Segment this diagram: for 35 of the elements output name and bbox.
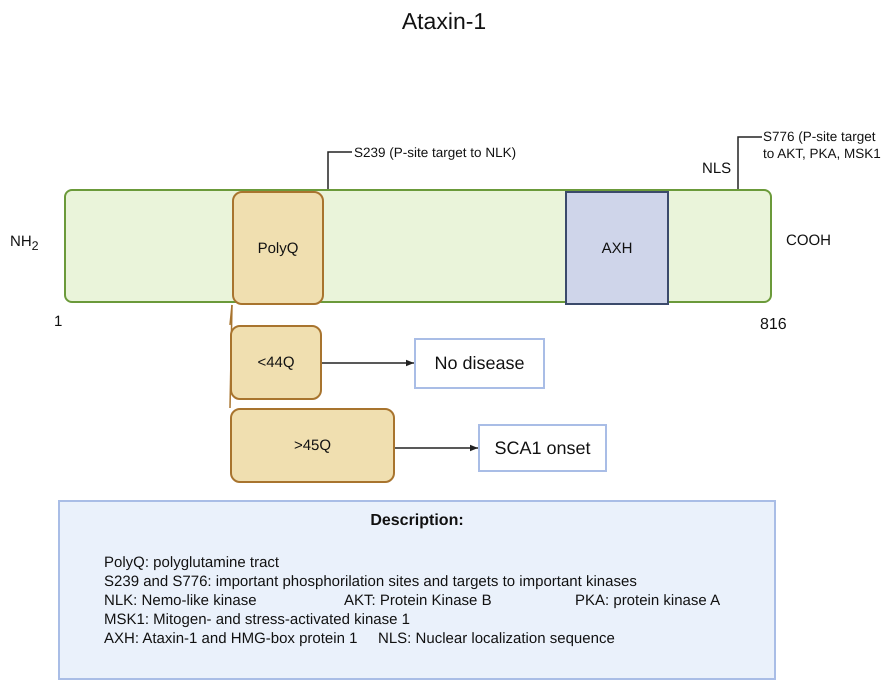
description-text: S239 and S776: important phosphorilation sites and targets to important kinases [104,573,637,590]
box-label: AXH [602,240,632,256]
outcome-box [414,338,545,389]
domain-box [230,325,322,400]
description-text: PKA: protein kinase A [575,592,720,609]
description-text: AXH: Ataxin-1 and HMG-box protein 1 [104,630,358,647]
connector-line [737,136,762,189]
description-text: NLK: Nemo-like kinase [104,592,257,609]
description-panel [58,500,776,680]
description-text: MSK1: Mitogen- and stress-activated kinase 1 [104,611,410,628]
domain-box [565,191,669,305]
site-label: S776 (P-site target to AKT, PKA, MSK1 [763,128,882,162]
description-text: NLS: Nuclear localization sequence [378,630,615,647]
connector-line [327,151,352,189]
region-label: NLS [702,160,732,177]
protein-bar [64,189,772,303]
panel-heading: Description: [369,512,465,530]
position-label: 816 [760,316,787,334]
outcome-box [478,424,607,472]
arrow [322,360,414,366]
position-label: 1 [54,313,62,330]
site-label: S239 (P-site target to NLK) [354,144,516,160]
box-label: SCA1 onset [494,438,591,458]
box-label: PolyQ [258,240,298,256]
diagram-title: Ataxin-1 [400,8,488,35]
box-label: No disease [434,353,525,374]
box-label: >45Q [294,437,332,454]
domain-box [232,191,324,305]
arrow [395,444,478,452]
description-text: PolyQ: polyglutamine tract [104,554,280,571]
description-text: AKT: Protein Kinase B [344,592,492,609]
box-label: <44Q [257,354,295,371]
domain-box [230,408,395,483]
terminus-label: COOH [786,232,831,249]
terminus-label: NH$_{2}$ [10,233,39,253]
